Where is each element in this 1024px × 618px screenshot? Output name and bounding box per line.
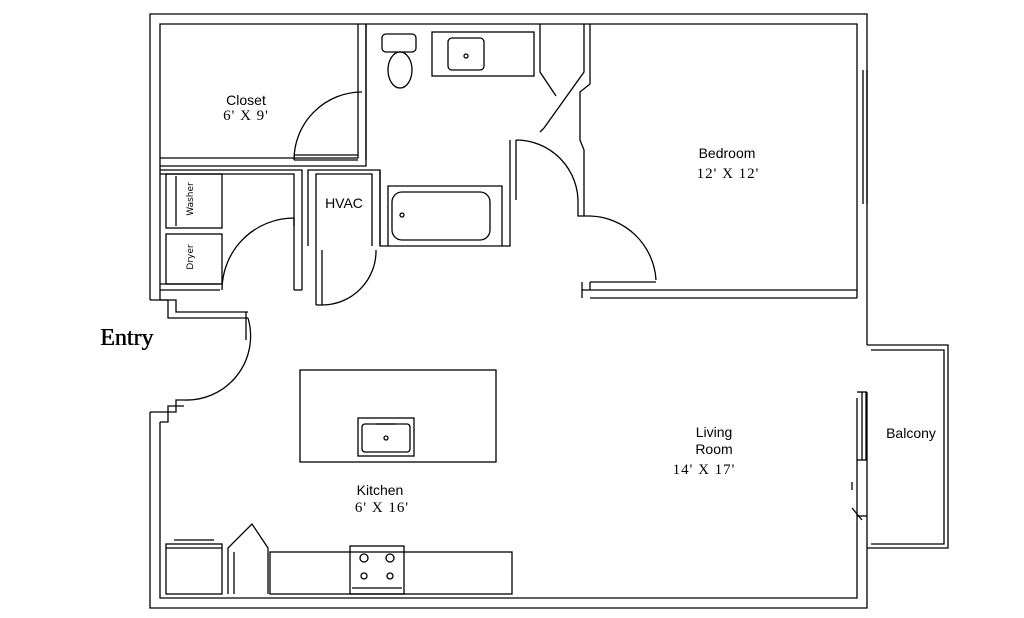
- balcony-outline: [851, 344, 949, 549]
- bedroom-label: Bedroom: [698, 145, 756, 161]
- living-room-label-line1: Living: [695, 424, 733, 440]
- hvac-walls: [307, 169, 381, 306]
- entry-label: Entry: [100, 325, 154, 351]
- balcony-label: Balcony: [886, 425, 936, 441]
- kitchen-size: 6' X 16': [354, 500, 410, 516]
- kitchen-counter: [165, 522, 513, 595]
- bedroom-size: 12' X 12': [696, 166, 760, 182]
- hvac-label: HVAC: [325, 195, 363, 211]
- closet-size: 6' X 9': [223, 108, 269, 124]
- kitchen-label: Kitchen: [356, 482, 404, 498]
- bedroom-walls: [577, 24, 868, 299]
- bathroom-walls: [365, 24, 585, 247]
- closet-label: Closet: [226, 92, 266, 108]
- washer-label: Washer: [186, 182, 196, 216]
- living-room-size: 14' X 17': [672, 462, 736, 478]
- dryer-label: Dryer: [186, 244, 196, 270]
- kitchen-island: [299, 369, 497, 463]
- entry-door: [183, 312, 252, 401]
- living-room-label-line2: Room: [695, 441, 733, 457]
- laundry-walls: [160, 169, 303, 291]
